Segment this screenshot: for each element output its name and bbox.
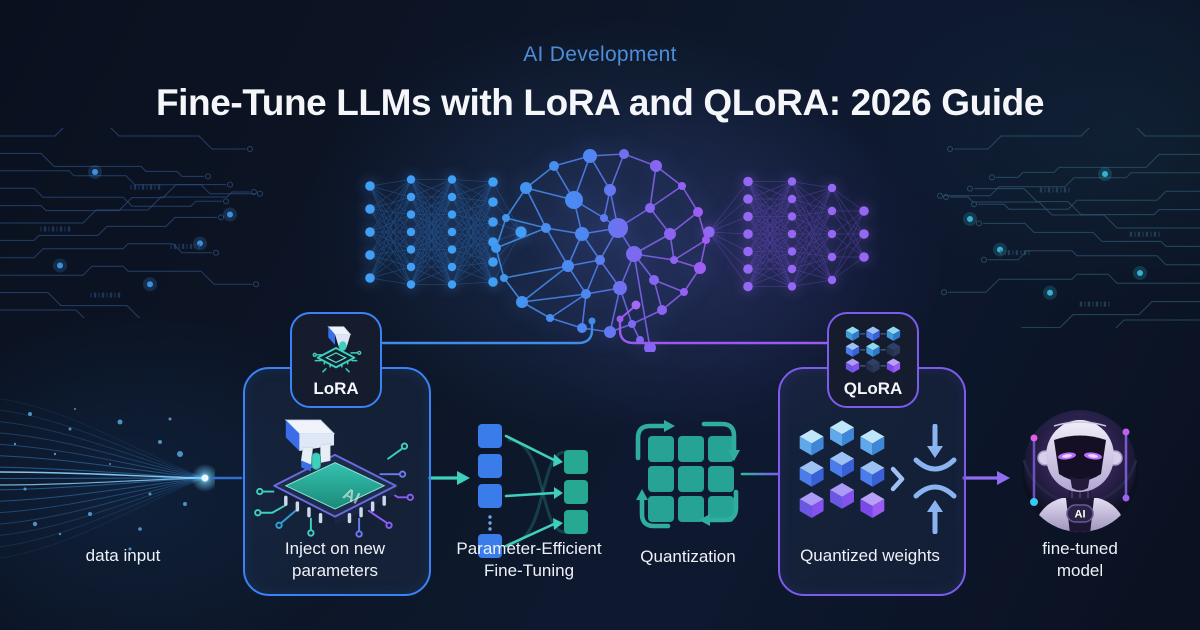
chip-inject-icon: AI <box>254 419 414 538</box>
lora-badge: LoRA <box>290 312 382 408</box>
neural-net-left-icon <box>365 175 527 289</box>
lora-badge-label: LoRA <box>313 379 359 398</box>
quantization-label: Quantization <box>640 547 736 566</box>
model-caption: fine-tuned model <box>1042 539 1118 581</box>
qlora-badge-label: QLoRA <box>843 379 903 398</box>
eyebrow: AI Development <box>523 43 677 66</box>
quantization-grid-icon <box>635 420 740 529</box>
qlora-badge: QLoRA <box>827 312 919 408</box>
robot-avatar: AI <box>1022 410 1138 532</box>
ai-chest-label: AI <box>1075 509 1086 521</box>
neural-net-right-icon <box>703 176 869 292</box>
peft-mapping-icon <box>478 424 588 558</box>
qlora-cubes-mini-icon <box>845 326 901 373</box>
chip-ai-label: AI <box>340 485 362 508</box>
brain-network-icon <box>491 149 710 352</box>
chevron-right-icon <box>890 466 905 492</box>
compress-icon <box>913 424 957 534</box>
quantized-weights-cubes-icon <box>799 420 885 518</box>
lora-caption: Inject on new parameters <box>284 539 386 581</box>
qlora-caption: Quantized weights <box>800 546 940 565</box>
page-title: Fine-Tune LLMs with LoRA and QLoRA: 2026… <box>155 82 1045 123</box>
circuit-right-decoration <box>935 128 1200 328</box>
data-input-label: data input <box>85 546 161 565</box>
circuit-left-decoration <box>0 128 263 318</box>
lora-chip-icon <box>312 326 362 373</box>
peft-caption: Parameter-Efficient Fine-Tuning <box>456 539 602 581</box>
data-stream-icon <box>0 398 215 559</box>
